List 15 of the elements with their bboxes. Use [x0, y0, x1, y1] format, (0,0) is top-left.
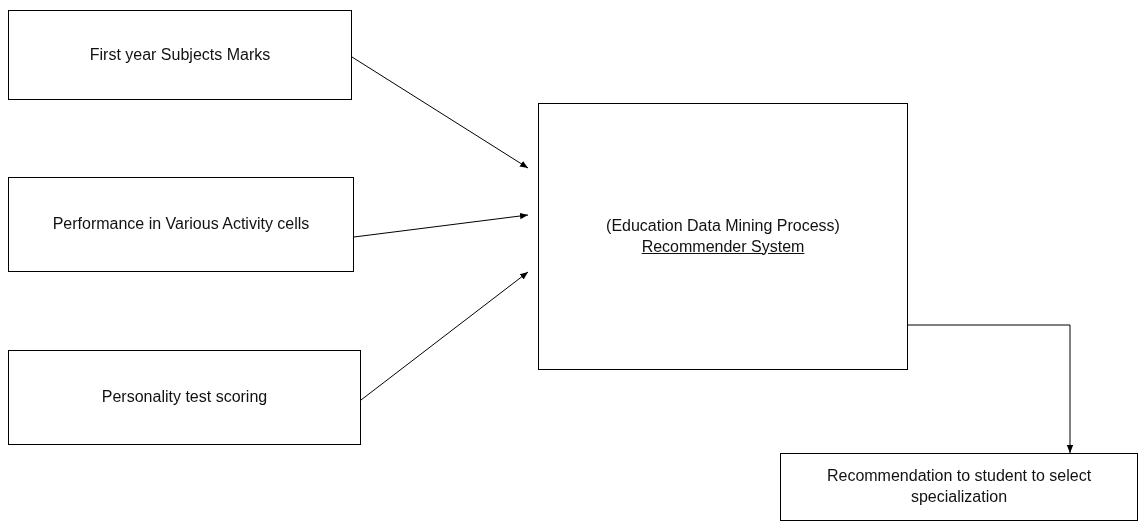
- box-label: Performance in Various Activity cells: [52, 214, 310, 235]
- process-box: [780, 453, 1138, 521]
- box-label: Personality test scoring: [101, 387, 268, 408]
- arrow: [351, 56, 529, 169]
- process-box: [8, 10, 352, 100]
- arrow: [353, 212, 529, 238]
- process-box: [8, 177, 354, 272]
- process-box: [538, 103, 908, 370]
- box-label: First year Subjects Marks: [89, 44, 271, 65]
- arrow: [360, 271, 529, 401]
- arrow: [907, 324, 1074, 454]
- box-label: (Education Data Mining Process): [606, 215, 840, 236]
- system-title: Recommender System: [641, 236, 805, 257]
- box-label: Recommendation to student to select specialization: [825, 466, 1093, 507]
- process-box: [8, 350, 361, 445]
